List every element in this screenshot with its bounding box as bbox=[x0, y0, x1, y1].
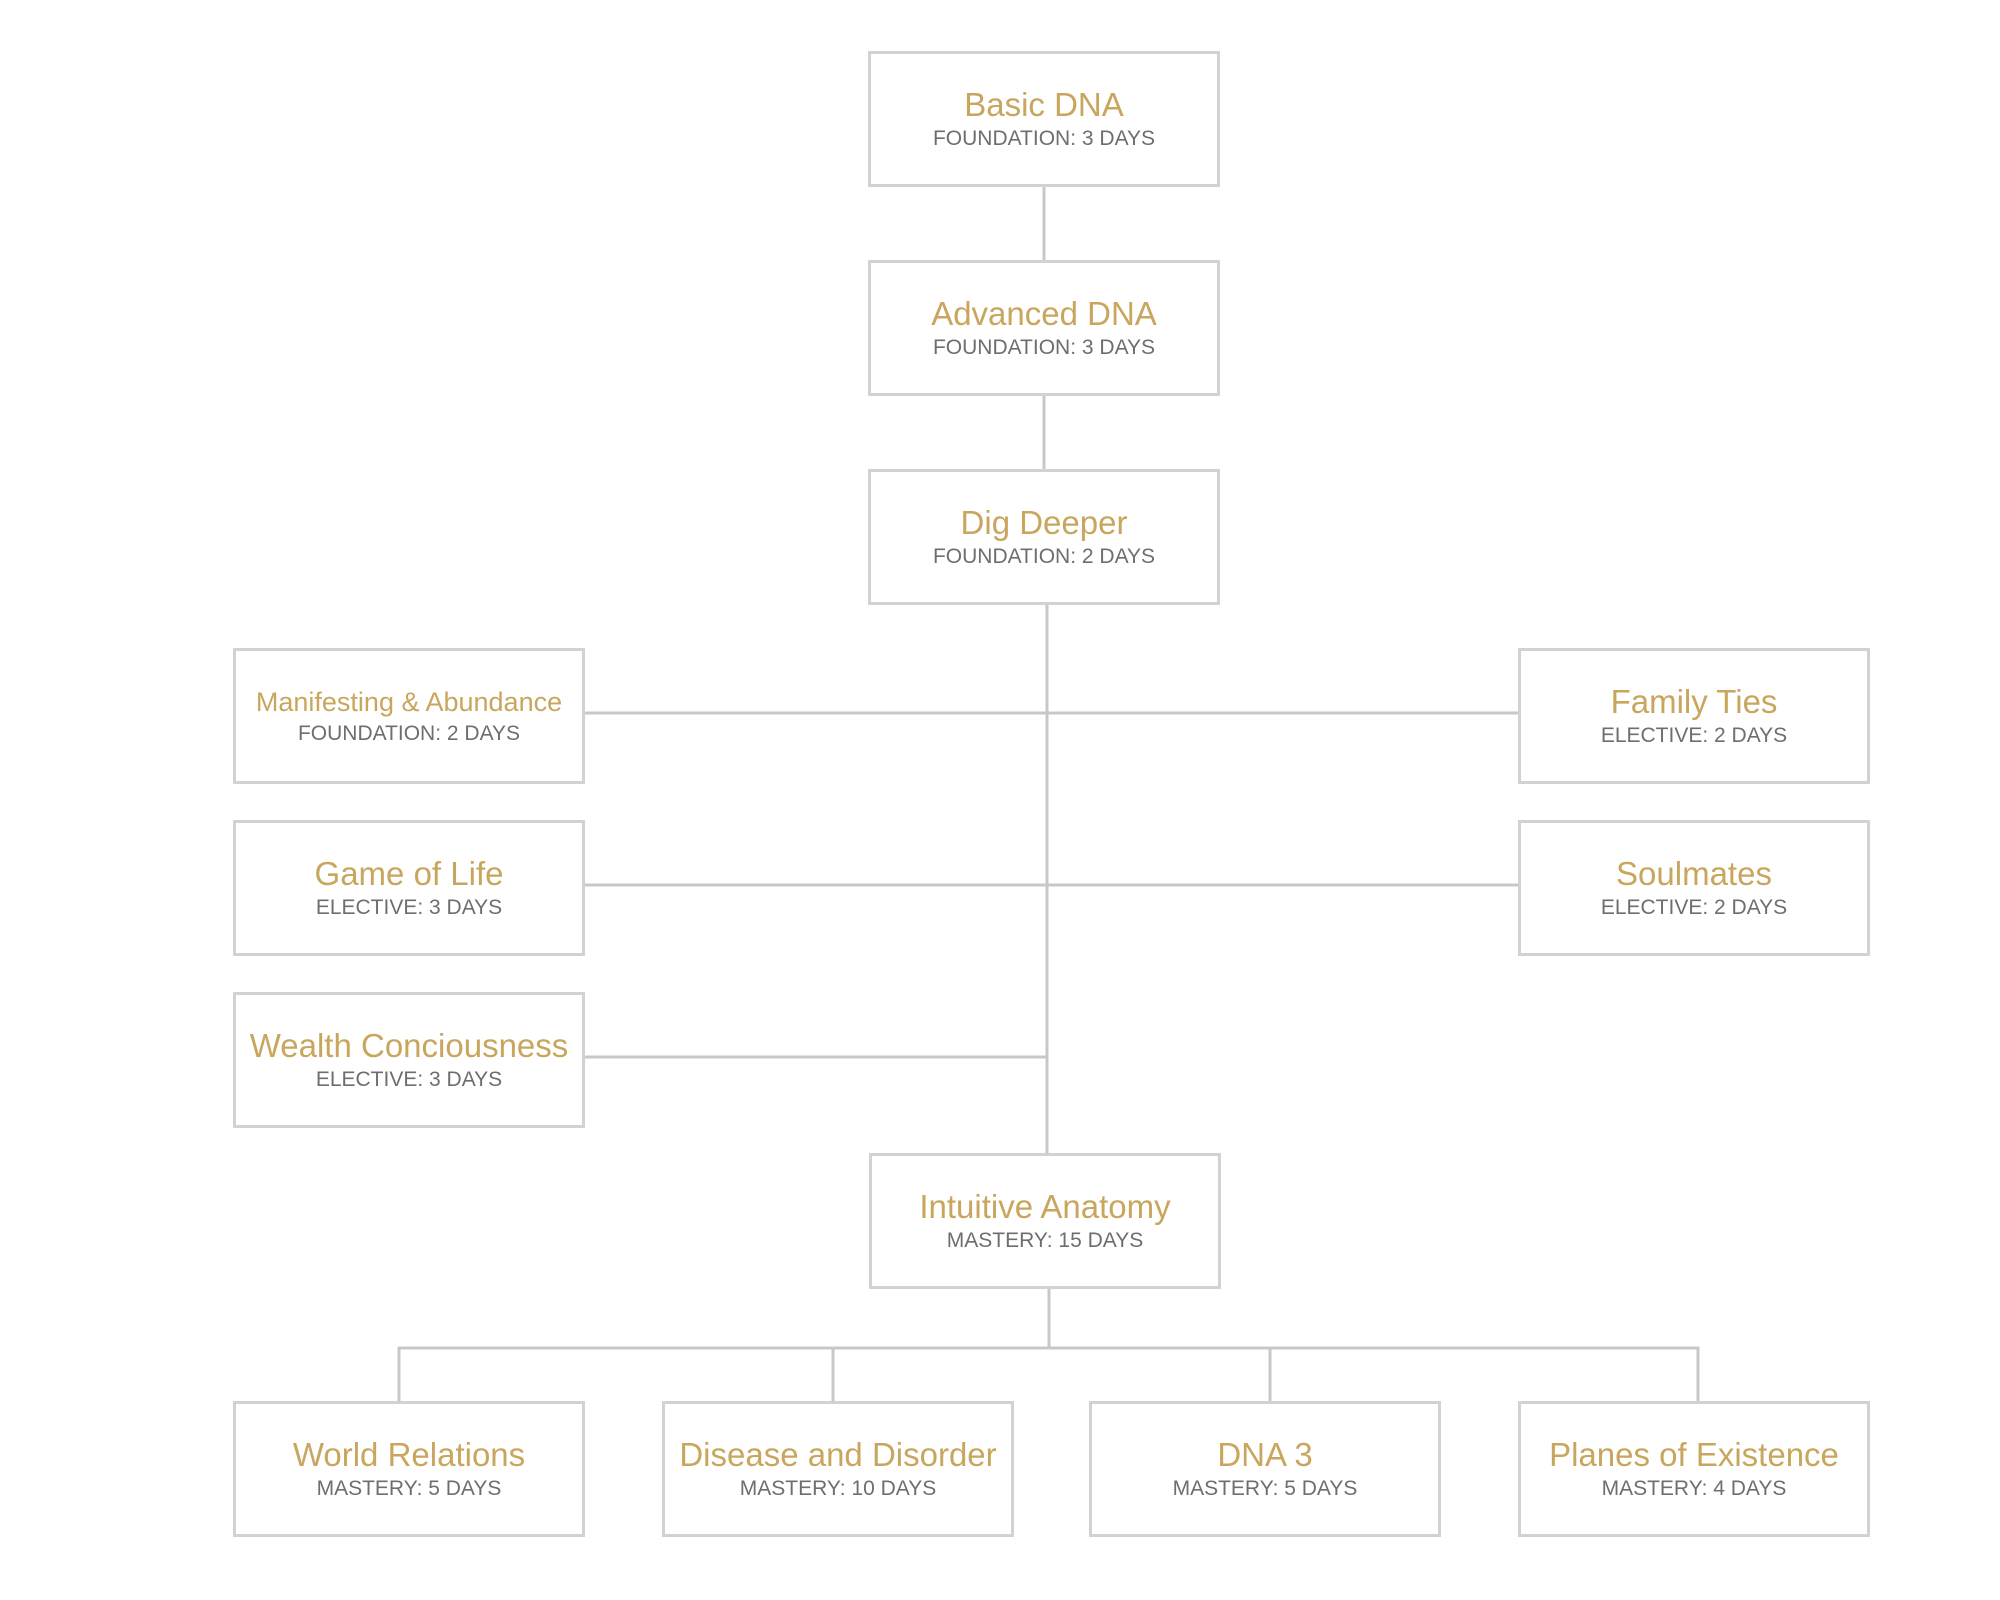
node-world-relations: World Relations MASTERY: 5 DAYS bbox=[233, 1401, 585, 1537]
node-title: Game of Life bbox=[314, 855, 504, 892]
node-title: Advanced DNA bbox=[931, 295, 1157, 332]
node-subtitle: FOUNDATION: 2 DAYS bbox=[932, 545, 1156, 568]
node-title: Wealth Conciousness bbox=[249, 1027, 569, 1064]
node-title: Planes of Existence bbox=[1549, 1436, 1839, 1473]
node-title: Basic DNA bbox=[964, 86, 1124, 123]
node-subtitle: MASTERY: 4 DAYS bbox=[1601, 1477, 1787, 1500]
node-subtitle: FOUNDATION: 2 DAYS bbox=[297, 722, 521, 745]
node-basic-dna: Basic DNA FOUNDATION: 3 DAYS bbox=[868, 51, 1220, 187]
node-family-ties: Family Ties ELECTIVE: 2 DAYS bbox=[1518, 648, 1870, 784]
node-title: Disease and Disorder bbox=[679, 1436, 997, 1473]
node-soulmates: Soulmates ELECTIVE: 2 DAYS bbox=[1518, 820, 1870, 956]
node-subtitle: FOUNDATION: 3 DAYS bbox=[932, 127, 1156, 150]
node-subtitle: MASTERY: 5 DAYS bbox=[1172, 1477, 1358, 1500]
node-subtitle: MASTERY: 15 DAYS bbox=[946, 1229, 1144, 1252]
node-subtitle: ELECTIVE: 3 DAYS bbox=[315, 896, 503, 919]
node-planes-of-existence: Planes of Existence MASTERY: 4 DAYS bbox=[1518, 1401, 1870, 1537]
node-dig-deeper: Dig Deeper FOUNDATION: 2 DAYS bbox=[868, 469, 1220, 605]
node-intuitive-anatomy: Intuitive Anatomy MASTERY: 15 DAYS bbox=[869, 1153, 1221, 1289]
node-title: Family Ties bbox=[1610, 683, 1778, 720]
node-manifesting-and-abundance: Manifesting & Abundance FOUNDATION: 2 DA… bbox=[233, 648, 585, 784]
node-subtitle: MASTERY: 5 DAYS bbox=[316, 1477, 502, 1500]
node-disease-and-disorder: Disease and Disorder MASTERY: 10 DAYS bbox=[662, 1401, 1014, 1537]
node-subtitle: MASTERY: 10 DAYS bbox=[739, 1477, 937, 1500]
node-title: World Relations bbox=[292, 1436, 526, 1473]
node-wealth-conciousness: Wealth Conciousness ELECTIVE: 3 DAYS bbox=[233, 992, 585, 1128]
node-title: Intuitive Anatomy bbox=[919, 1188, 1171, 1225]
node-dna-3: DNA 3 MASTERY: 5 DAYS bbox=[1089, 1401, 1441, 1537]
node-game-of-life: Game of Life ELECTIVE: 3 DAYS bbox=[233, 820, 585, 956]
node-subtitle: FOUNDATION: 3 DAYS bbox=[932, 336, 1156, 359]
node-subtitle: ELECTIVE: 2 DAYS bbox=[1600, 896, 1788, 919]
node-title: Soulmates bbox=[1616, 855, 1772, 892]
node-title: DNA 3 bbox=[1217, 1436, 1313, 1473]
node-advanced-dna: Advanced DNA FOUNDATION: 3 DAYS bbox=[868, 260, 1220, 396]
node-title: Manifesting & Abundance bbox=[255, 687, 563, 717]
node-title: Dig Deeper bbox=[960, 504, 1128, 541]
node-subtitle: ELECTIVE: 3 DAYS bbox=[315, 1068, 503, 1091]
node-subtitle: ELECTIVE: 2 DAYS bbox=[1600, 724, 1788, 747]
